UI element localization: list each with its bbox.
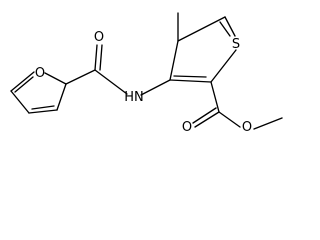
ester-ether-oxygen-label: O [242,120,252,135]
furan-oxygen-label: O [35,66,45,81]
atom-labels: O O HN S O O [35,30,252,135]
amide-nitrogen-label: HN [124,90,144,105]
bond-lines [10,12,283,130]
thiophene-sulfur-label: S [232,37,240,52]
amide-oxygen-label: O [94,30,104,45]
ester-carbonyl-oxygen-label: O [182,120,192,135]
chemical-structure-diagram: O O HN S O O [10,12,283,135]
